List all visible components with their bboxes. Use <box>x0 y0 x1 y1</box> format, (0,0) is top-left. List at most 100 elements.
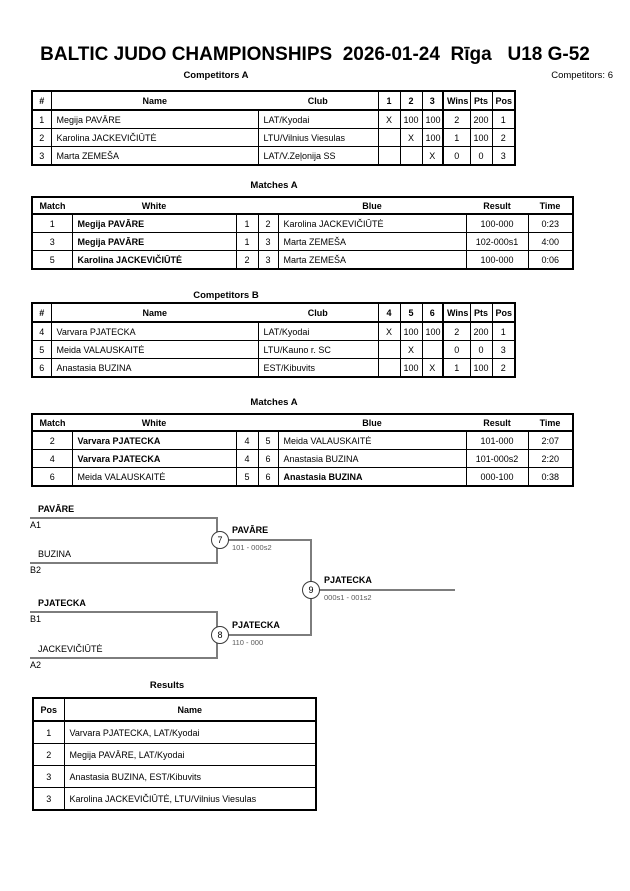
col-header-num: # <box>32 303 51 323</box>
section-title-results: Results <box>149 680 185 691</box>
pool-cell: X <box>399 340 423 359</box>
pool-cell: 100 <box>421 128 444 147</box>
results-table: Pos Name 1 Varvara PJATECKA, LAT/Kyodai … <box>32 697 317 811</box>
white-competitor: Varvara PJATECKA <box>71 430 237 450</box>
blue-number: 6 <box>257 449 279 468</box>
white-number: 1 <box>235 232 259 251</box>
match-row: 4 Varvara PJATECKA 4 6 Anastasia BUZINA … <box>31 449 574 468</box>
bracket-line <box>30 517 218 519</box>
bracket-match-node: 9 <box>302 581 320 599</box>
white-competitor: Varvara PJATECKA <box>71 449 237 468</box>
result-name: Anastasia BUZINA, EST/Kibuvits <box>63 765 317 788</box>
bracket-line <box>30 562 218 564</box>
competitor-name: Anastasia BUZINA <box>50 358 259 378</box>
col-header-match: Match <box>32 197 72 215</box>
white-number: 1 <box>235 213 259 233</box>
section-title-competitors-b: Competitors B <box>193 290 259 301</box>
match-number: 4 <box>31 449 73 468</box>
white-number: 4 <box>235 430 259 450</box>
col-header-pos: Pos <box>491 303 515 323</box>
bracket-slot-seed: A1 <box>30 520 42 530</box>
col-header-5: 5 <box>399 303 422 323</box>
result-row: 3 Anastasia BUZINA, EST/Kibuvits <box>32 765 317 788</box>
wins-cell: 0 <box>442 146 471 166</box>
competitor-number: 4 <box>31 321 52 341</box>
col-header-empty <box>258 414 278 432</box>
match-number: 1 <box>31 213 73 233</box>
match-row: 5 Karolina JACKEVIČIŪTĖ 2 3 Marta ZEMEŠA… <box>31 250 574 270</box>
competitor-row: 3 Marta ZEMEŠA LAT/V.Zeļonija SS X 0 0 3 <box>31 146 516 166</box>
bracket-slot-name: JACKEVIČIŪTĖ <box>38 644 103 654</box>
competitor-name: Varvara PJATECKA <box>50 321 259 341</box>
table-header-row: Match White Blue Result Time <box>32 197 573 215</box>
section-title-matches-a: Matches A <box>250 180 298 191</box>
bracket-winner-name: PAVĀRE <box>232 525 269 535</box>
bracket-match-node: 8 <box>211 626 229 644</box>
result-pos: 2 <box>32 743 65 766</box>
bracket-line <box>219 634 312 636</box>
wins-cell: 2 <box>442 109 471 129</box>
pool-cell: X <box>377 109 401 129</box>
section-title-competitors-a: Competitors A <box>183 70 249 81</box>
page-title: BALTIC JUDO CHAMPIONSHIPS 2026-01-24 Rīg… <box>40 44 590 65</box>
pool-cell: 100 <box>421 321 444 341</box>
competitors-b-table: # Name Club 4 5 6 Wins Pts Pos 4 Varvara… <box>31 302 516 378</box>
white-number: 2 <box>235 250 259 270</box>
competitor-number: 2 <box>31 128 52 147</box>
pts-cell: 100 <box>469 128 493 147</box>
match-result: 100-000 <box>465 213 529 233</box>
col-header-time: Time <box>528 197 573 215</box>
blue-competitor: Marta ZEMEŠA <box>277 232 467 251</box>
bracket-match-score: 000s1 - 001s2 <box>324 593 372 602</box>
white-number: 4 <box>235 449 259 468</box>
col-header-name: Name <box>50 91 258 111</box>
pts-cell: 100 <box>469 358 493 378</box>
match-row: 3 Megija PAVĀRE 1 3 Marta ZEMEŠA 102-000… <box>31 232 574 251</box>
pos-cell: 1 <box>491 109 516 129</box>
match-result: 100-000 <box>465 250 529 270</box>
competitor-row: 2 Karolina JACKEVIČIŪTĖ LTU/Vilnius Vies… <box>31 128 516 147</box>
col-header-blue: Blue <box>278 414 466 432</box>
match-row: 6 Meida VALAUSKAITĖ 5 6 Anastasia BUZINA… <box>31 467 574 487</box>
result-pos: 1 <box>32 720 65 744</box>
match-time: 0:23 <box>527 213 574 233</box>
bracket-slot-seed: A2 <box>30 660 42 670</box>
bracket-slot-name: PJATECKA <box>38 598 86 608</box>
competitor-club: EST/Kibuvits <box>257 358 379 378</box>
col-header-result: Result <box>466 414 528 432</box>
match-number: 5 <box>31 250 73 270</box>
match-number: 2 <box>31 430 73 450</box>
col-header-blue: Blue <box>278 197 466 215</box>
competitor-club: LAT/Kyodai <box>257 321 379 341</box>
match-number: 3 <box>31 232 73 251</box>
match-result: 000-100 <box>465 467 529 487</box>
bracket-match-score: 101 - 000s2 <box>232 543 272 552</box>
pts-cell: 200 <box>469 321 493 341</box>
match-time: 0:06 <box>527 250 574 270</box>
white-competitor: Megija PAVĀRE <box>71 213 237 233</box>
blue-number: 3 <box>257 250 279 270</box>
match-time: 0:38 <box>527 467 574 487</box>
competitor-club: LTU/Vilnius Viesulas <box>257 128 379 147</box>
blue-competitor: Anastasia BUZINA <box>277 467 467 487</box>
pos-cell: 3 <box>491 340 516 359</box>
match-result: 102-000s1 <box>465 232 529 251</box>
matches-a-table: Match White Blue Result Time 1 Megija PA… <box>31 196 574 270</box>
pool-cell <box>421 340 444 359</box>
col-header-3: 3 <box>421 91 443 111</box>
result-row: 2 Megija PAVĀRE, LAT/Kyodai <box>32 743 317 766</box>
col-header-result: Result <box>466 197 528 215</box>
table-header-row: Pos Name <box>33 698 316 722</box>
table-header-row: # Name Club 1 2 3 Wins Pts Pos <box>32 91 515 111</box>
pool-cell: 100 <box>399 109 423 129</box>
pool-cell: 100 <box>421 109 444 129</box>
competitors-count-label: Competitors: 6 <box>551 70 613 81</box>
blue-number: 2 <box>257 213 279 233</box>
bracket-line <box>30 611 218 613</box>
competitor-row: 5 Meida VALAUSKAITĖ LTU/Kauno r. SC X 0 … <box>31 340 516 359</box>
matches-b-table: Match White Blue Result Time 2 Varvara P… <box>31 413 574 487</box>
col-header-empty <box>258 197 278 215</box>
result-name: Varvara PJATECKA, LAT/Kyodai <box>63 720 317 744</box>
col-header-name: Name <box>50 303 258 323</box>
col-header-name: Name <box>64 698 316 722</box>
